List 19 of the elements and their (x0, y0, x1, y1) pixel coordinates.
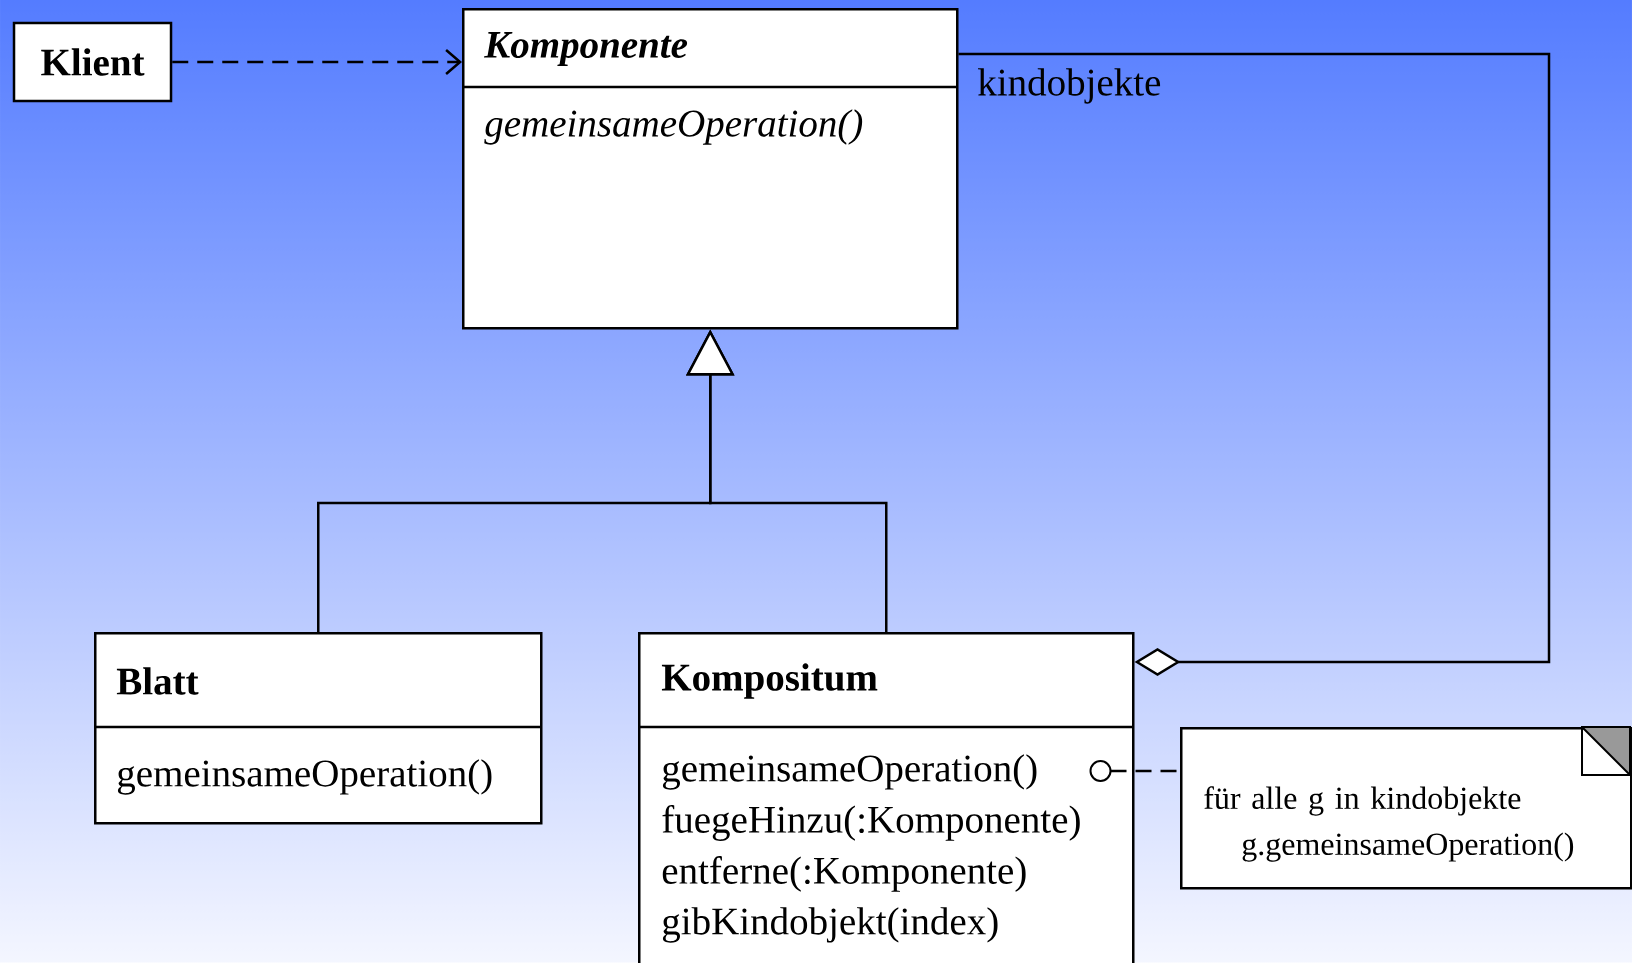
operation-text: gemeinsameOperation() (484, 109, 863, 145)
class-name: Kompositum (661, 663, 878, 699)
class-box: Klient (12, 21, 173, 103)
dependency-arrow (172, 49, 462, 75)
class-box (462, 8, 959, 330)
operation-text: fuegeHinzu(:Komponente) (662, 805, 1080, 841)
class-name: Blatt (116, 667, 199, 695)
operation-text: gibKindobjekt(index) (662, 907, 998, 943)
operation-text: gemeinsameOperation() (662, 754, 1037, 790)
class-box (638, 632, 1135, 963)
edge-label: kindobjekte (978, 68, 1161, 104)
class-name: Komponente (484, 32, 688, 66)
note-link (1089, 760, 1180, 782)
aggregation-line (958, 52, 1551, 676)
note-text: für alle g in kindobjekte g.gemeinsameOperation() (1204, 786, 1574, 862)
operation-text: entferne(:Komponente) (662, 856, 1026, 892)
operation-text: gemeinsameOperation() (117, 759, 492, 795)
note-box (1180, 726, 1632, 890)
class-box (94, 632, 543, 825)
